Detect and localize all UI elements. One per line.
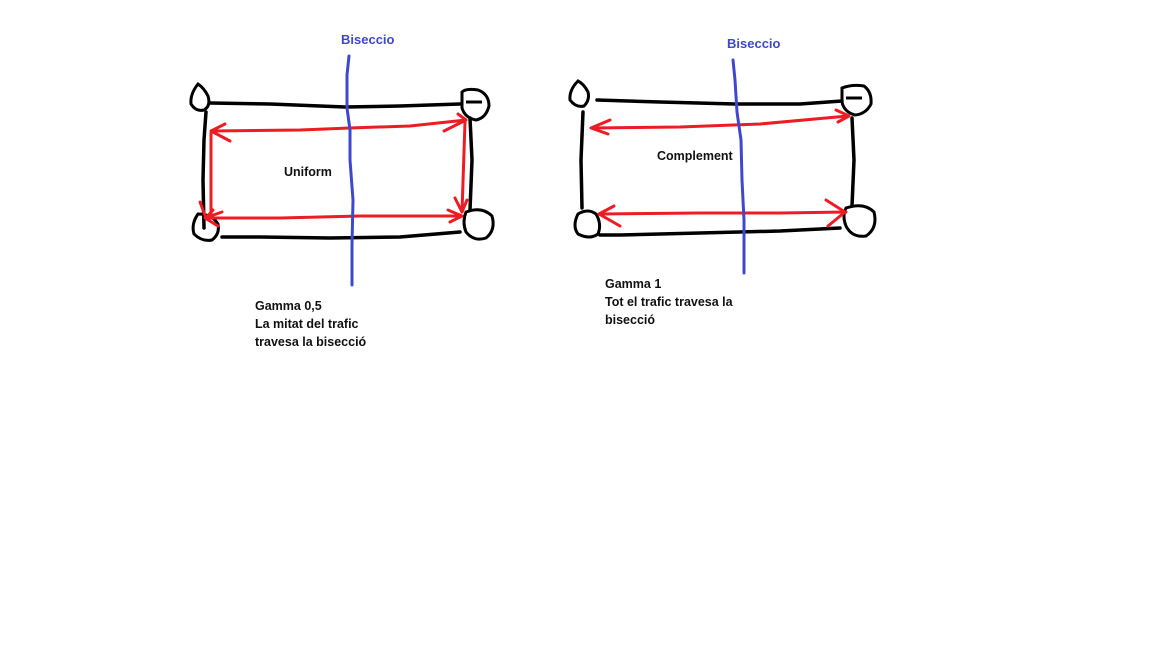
uniform-network-outline (201, 101, 474, 240)
complement-arrow-top-head-left (589, 118, 612, 136)
complement-caption-line-1: Gamma 1 (605, 277, 662, 291)
uniform-diagram (189, 54, 495, 287)
uniform-arrow-right-line (460, 120, 467, 214)
complement-node-top-left (568, 79, 590, 108)
complement-bisection-label: Biseccio (727, 36, 781, 51)
complement-arrow-bottom-head-right (824, 198, 847, 228)
uniform-arrow-top-head-left (209, 122, 232, 143)
uniform-node-top-right (460, 87, 491, 122)
uniform-arrow-bottom-head-right (446, 208, 464, 224)
uniform-bisection-label: Biseccio (341, 32, 395, 47)
complement-node-bottom-left (573, 209, 602, 239)
complement-caption: Gamma 1 Tot el trafic travesa la bisecci… (605, 275, 733, 329)
complement-arrow-bottom-line (598, 210, 848, 216)
complement-arrow-bottom-head-left (597, 204, 622, 228)
uniform-caption-line-3: travesa la bisecció (255, 335, 367, 349)
complement-caption-line-2: Tot el trafic travesa la (605, 295, 733, 309)
uniform-arrow-top-head-right (442, 112, 468, 133)
uniform-node-top-left (189, 81, 211, 112)
complement-diagram (568, 58, 877, 275)
uniform-traffic-arrows (198, 112, 469, 228)
complement-center-label: Complement (657, 149, 733, 163)
uniform-caption-line-1: Gamma 0,5 (255, 299, 322, 313)
uniform-bisection-line (345, 54, 355, 287)
uniform-arrow-right-head (453, 196, 469, 214)
complement-arrow-top-head-right (834, 108, 851, 124)
complement-caption-line-3: bisecció (605, 313, 656, 327)
complement-node-top-right (840, 83, 873, 117)
complement-bisection-line (731, 58, 746, 275)
uniform-arrow-left-head (198, 200, 215, 220)
uniform-arrow-bottom-line (204, 214, 462, 220)
uniform-arrow-top-line (210, 118, 468, 133)
uniform-caption: Gamma 0,5 La mitat del trafic travesa la… (255, 297, 366, 351)
uniform-node-bottom-right (462, 208, 495, 241)
complement-node-bottom-right (842, 204, 877, 238)
complement-arrow-top-line (590, 114, 850, 130)
complement-traffic-arrows (589, 108, 851, 228)
uniform-center-label: Uniform (284, 165, 332, 179)
uniform-caption-line-2: La mitat del trafic (255, 317, 359, 331)
